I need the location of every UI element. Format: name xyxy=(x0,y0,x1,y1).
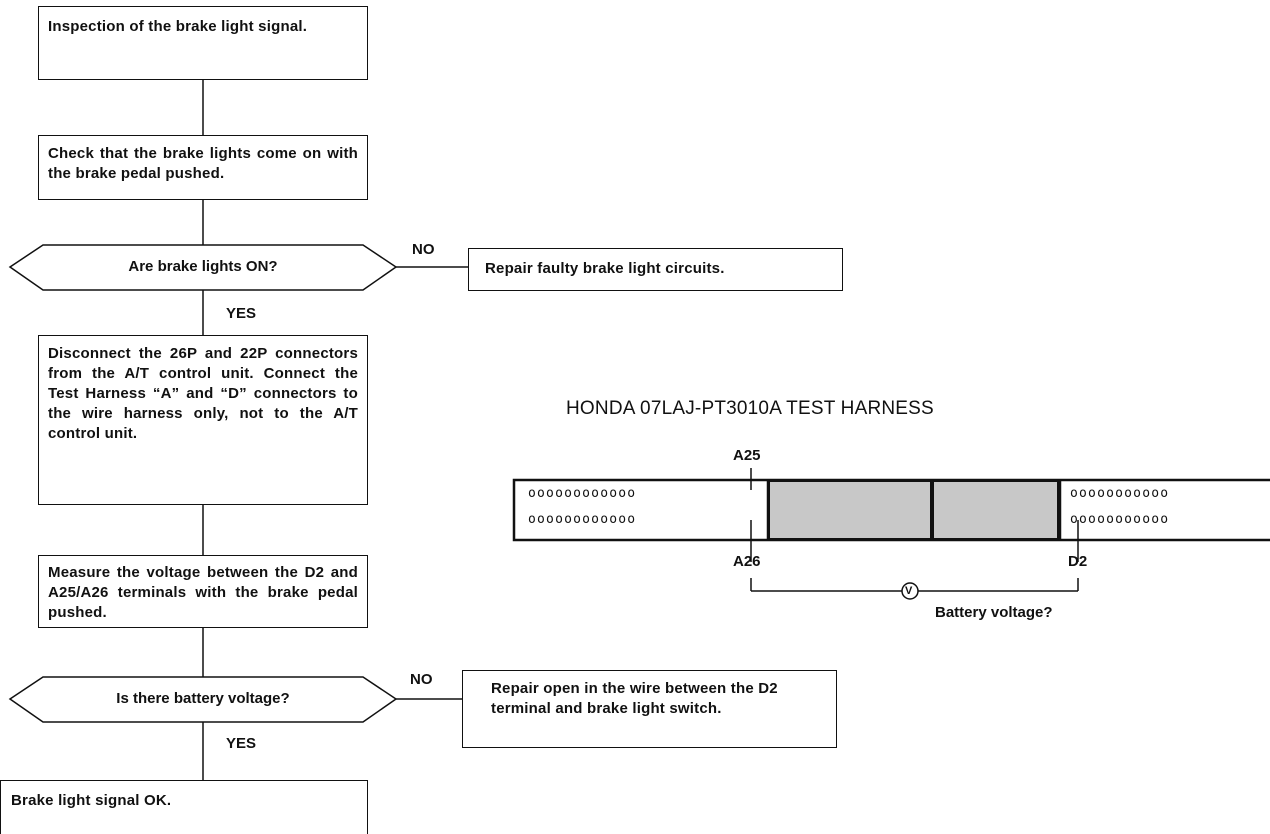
terminal-a26-label: A26 xyxy=(733,553,761,570)
harness-connector xyxy=(512,468,1270,600)
battery-voltage-question: Battery voltage? xyxy=(935,604,1053,621)
step-disconnect: Disconnect the 26P and 22P connectors fr… xyxy=(38,335,368,505)
connector-d-top-pins: ooooooooooo xyxy=(1070,486,1170,501)
shaded-block-1 xyxy=(768,480,932,540)
decision1-no-label: NO xyxy=(412,241,435,258)
connector-a-top-pins: oooooooooooo xyxy=(528,486,637,501)
voltmeter-icon xyxy=(901,582,919,600)
decision1-text: Are brake lights ON? xyxy=(128,258,278,275)
step-inspection: Inspection of the brake light signal. xyxy=(38,6,368,80)
voltmeter-symbol: V xyxy=(905,585,913,597)
step-check-lights: Check that the brake lights come on with… xyxy=(38,135,368,200)
repair-open-wire: Repair open in the wire between the D2 t… xyxy=(462,670,837,748)
decision1-yes-label: YES xyxy=(226,305,257,322)
decision2-text: Is there battery voltage? xyxy=(116,690,290,707)
result-ok: Brake light signal OK. xyxy=(0,780,368,834)
repair-brake-circuits: Repair faulty brake light circuits. xyxy=(468,248,843,291)
decision1-shape xyxy=(8,244,398,291)
decision2-yes-label: YES xyxy=(226,735,257,752)
terminal-d2-label: D2 xyxy=(1068,553,1088,570)
decision2-shape xyxy=(8,676,398,723)
decision2-no-label: NO xyxy=(410,671,433,688)
step-measure-voltage: Measure the voltage between the D2 and A… xyxy=(38,555,368,628)
connector-d-bottom-pins: ooooooooooo xyxy=(1070,512,1170,527)
connector-a-bottom-pins: oooooooooooo xyxy=(528,512,637,527)
harness-title: HONDA 07LAJ-PT3010A TEST HARNESS xyxy=(566,398,934,419)
shaded-block-2 xyxy=(932,480,1059,540)
terminal-a25-label: A25 xyxy=(733,447,761,464)
